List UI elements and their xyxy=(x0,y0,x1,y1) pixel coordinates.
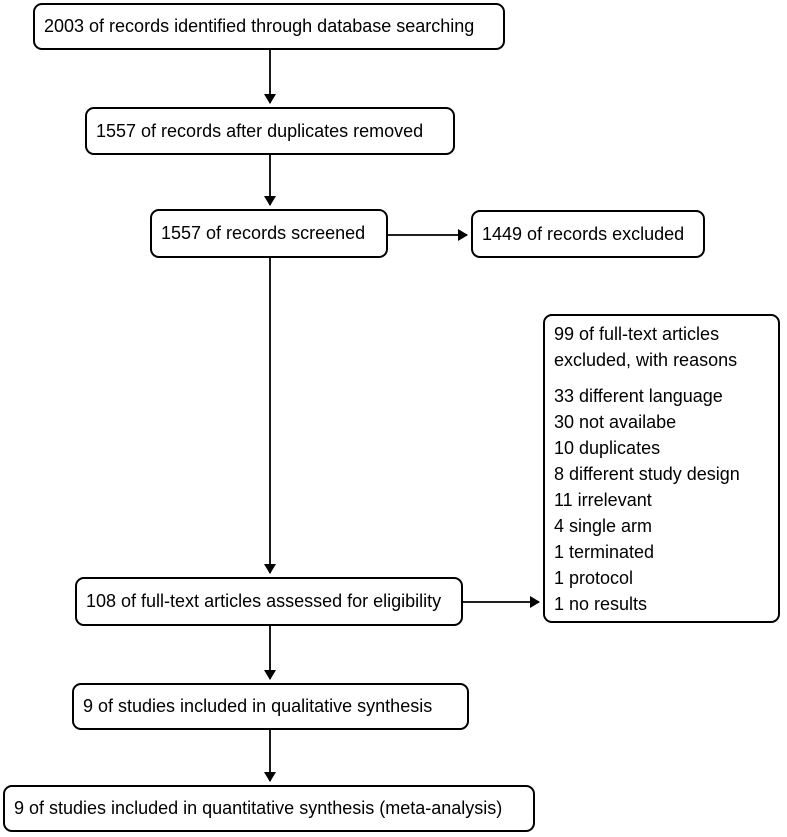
records-screened-label: 1557 of records screened xyxy=(161,223,366,244)
reasons-header-line2: excluded, with reasons xyxy=(554,350,738,370)
duplicates-removed-label: 1557 of records after duplicates removed xyxy=(96,120,424,141)
reason-item: 11 irrelevant xyxy=(554,490,652,510)
box-fulltext-assessed: 108 of full-text articles assessed for e… xyxy=(75,577,463,626)
reason-item: 4 single arm xyxy=(554,516,653,536)
reasons-header-line1: 99 of full-text articles xyxy=(554,324,720,344)
box-records-identified: 2003 of records identified through datab… xyxy=(33,3,505,50)
reason-item: 33 different language xyxy=(554,386,723,406)
box-duplicates-removed: 1557 of records after duplicates removed xyxy=(85,107,455,155)
reason-item: 1 no results xyxy=(554,594,648,614)
reason-item: 8 different study design xyxy=(554,464,740,484)
reason-item: 10 duplicates xyxy=(554,438,661,458)
reason-item: 30 not availabe xyxy=(554,412,677,432)
records-excluded-label: 1449 of records excluded xyxy=(482,223,685,244)
box-records-excluded: 1449 of records excluded xyxy=(471,210,705,258)
box-fulltext-excluded-reasons: 99 of full-text articles excluded, with … xyxy=(543,314,780,623)
box-quantitative-synthesis: 9 of studies included in quantitative sy… xyxy=(3,785,535,832)
quantitative-synthesis-label: 9 of studies included in quantitative sy… xyxy=(14,798,503,819)
records-identified-label: 2003 of records identified through datab… xyxy=(44,16,475,37)
box-records-screened: 1557 of records screened xyxy=(150,209,388,258)
reason-item: 1 protocol xyxy=(554,568,634,588)
fulltext-assessed-label: 108 of full-text articles assessed for e… xyxy=(86,591,442,612)
box-qualitative-synthesis: 9 of studies included in qualitative syn… xyxy=(72,683,469,730)
reason-item: 1 terminated xyxy=(554,542,655,562)
qualitative-synthesis-label: 9 of studies included in qualitative syn… xyxy=(83,696,433,717)
reasons-spacer xyxy=(554,373,770,383)
